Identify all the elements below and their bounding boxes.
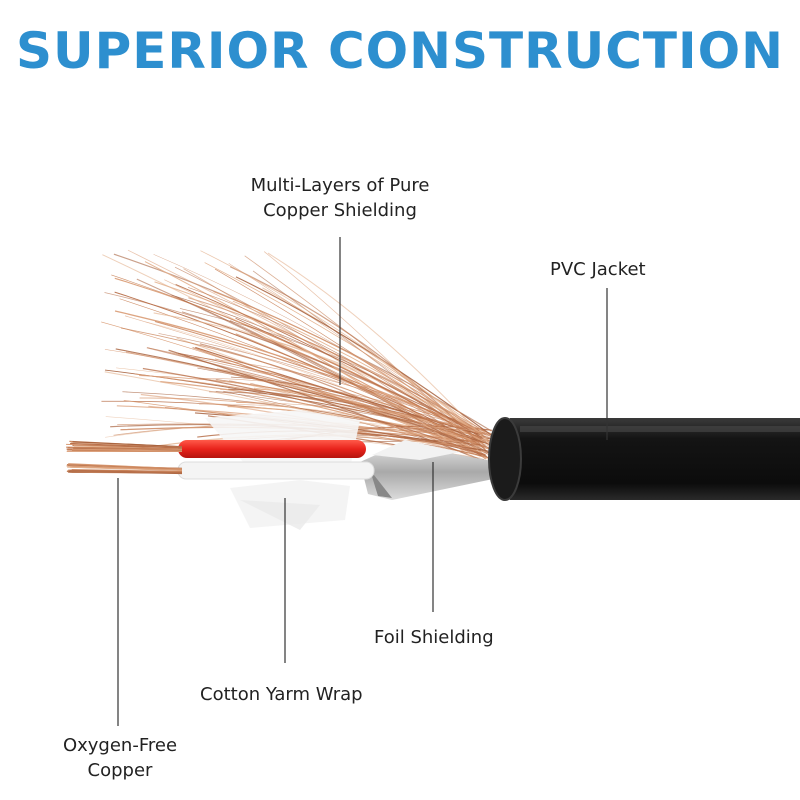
page-title: SUPERIOR CONSTRUCTION bbox=[16, 22, 784, 80]
label-pvc-jacket: PVC Jacket bbox=[550, 259, 646, 280]
label-copper-shielding: Multi-Layers of Pure Copper Shielding bbox=[250, 175, 430, 221]
label-oxygen-free-copper: Oxygen-Free Copper bbox=[62, 735, 178, 781]
oxygen-free-copper-conductors bbox=[66, 440, 183, 475]
label-cotton-wrap: Cotton Yarm Wrap bbox=[200, 684, 363, 705]
white-insulated-conductor bbox=[177, 461, 375, 480]
leader-lines bbox=[117, 237, 608, 726]
foil-shielding bbox=[360, 440, 498, 500]
pvc-jacket bbox=[488, 417, 800, 501]
red-insulated-conductor bbox=[178, 440, 366, 458]
label-foil-shielding: Foil Shielding bbox=[374, 627, 494, 648]
